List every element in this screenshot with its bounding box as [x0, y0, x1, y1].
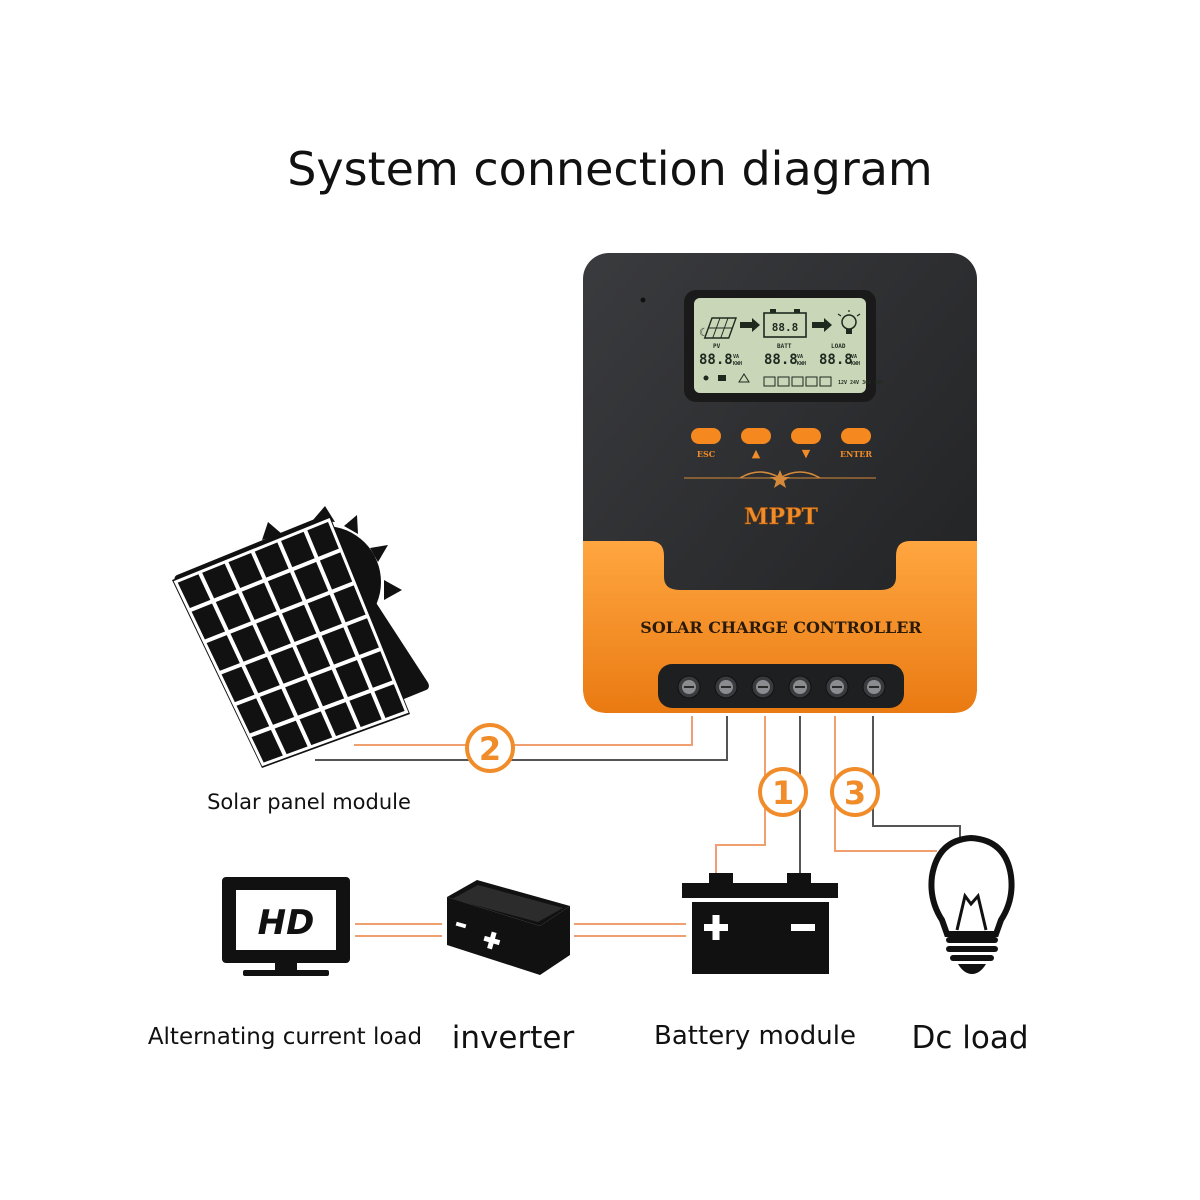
svg-text:1: 1 — [772, 774, 794, 812]
lcd-pv-value: 88.8 — [699, 352, 733, 368]
esc-button[interactable]: ESC — [691, 428, 721, 459]
lcd-moon-icon: ☾ — [699, 326, 706, 339]
battery-label: Battery module — [654, 1021, 856, 1051]
svg-text:88.8: 88.8 — [772, 321, 799, 334]
terminal-screw — [751, 675, 775, 699]
up-button[interactable]: ▲ — [741, 428, 771, 460]
lcd-battery-icon: 88.8 — [763, 309, 807, 338]
down-button[interactable]: ▼ — [791, 428, 821, 460]
ac-load-label: Alternating current load — [148, 1024, 422, 1050]
hd-label: HD — [258, 903, 315, 943]
callout-3: 3 — [830, 767, 880, 817]
light-bulb-icon — [928, 834, 1015, 974]
terminal-screw — [788, 675, 812, 699]
lcd-voltages: 12V 24V 36V 48V — [838, 380, 883, 386]
ornament-divider — [684, 470, 876, 488]
brand-label: MPPT — [744, 504, 818, 530]
lcd-unit-kwh: KWH — [797, 361, 806, 367]
down-label: ▼ — [802, 447, 811, 460]
inverter-label: inverter — [452, 1020, 575, 1056]
svg-text:2: 2 — [479, 730, 501, 768]
dc-load-label: Dc load — [911, 1020, 1028, 1056]
lcd-batt-label: BATT — [777, 343, 792, 350]
lcd-unit-va: VA — [797, 354, 803, 360]
button-row: ESC ▲ ▼ ENTER — [691, 428, 872, 460]
up-label: ▲ — [752, 447, 761, 460]
terminal-screw — [714, 675, 738, 699]
terminal-screw — [825, 675, 849, 699]
lcd-display: ☾ 88.8 PV BATT LOAD — [684, 290, 883, 402]
lcd-load-value: 88.8 — [819, 352, 853, 368]
battery-icon — [682, 873, 838, 974]
terminal-screw — [677, 675, 701, 699]
lcd-unit-kwh: KWH — [733, 361, 742, 367]
lcd-status-row — [703, 373, 832, 387]
lcd-unit-va: VA — [733, 354, 739, 360]
enter-label: ENTER — [840, 449, 872, 459]
solar-panel-icon — [172, 506, 429, 768]
lcd-pv-label: PV — [713, 343, 721, 350]
lcd-bulb-icon — [837, 310, 861, 334]
lcd-arrow-icon — [740, 318, 760, 332]
callout-1: 1 — [758, 767, 808, 817]
solar-panel-label: Solar panel module — [207, 790, 411, 814]
charge-controller: ☾ 88.8 PV BATT LOAD — [583, 253, 977, 713]
inverter-icon — [447, 880, 570, 975]
lcd-unit-va: VA — [851, 354, 857, 360]
enter-button[interactable]: ENTER — [840, 428, 872, 459]
esc-label: ESC — [697, 449, 715, 459]
svg-text:3: 3 — [844, 774, 866, 812]
lcd-batt-value: 88.8 — [764, 352, 798, 368]
lcd-load-label: LOAD — [831, 343, 846, 350]
controller-label: SOLAR CHARGE CONTROLLER — [640, 618, 922, 637]
lcd-unit-kwh: KWH — [851, 361, 860, 367]
lcd-arrow-icon — [812, 318, 832, 332]
lcd-pv-icon — [703, 317, 738, 339]
wires — [315, 716, 961, 937]
monitor-icon: HD — [222, 877, 350, 976]
callout-2: 2 — [465, 723, 515, 773]
terminal-screw — [862, 675, 886, 699]
page-title: System connection diagram — [287, 142, 933, 196]
